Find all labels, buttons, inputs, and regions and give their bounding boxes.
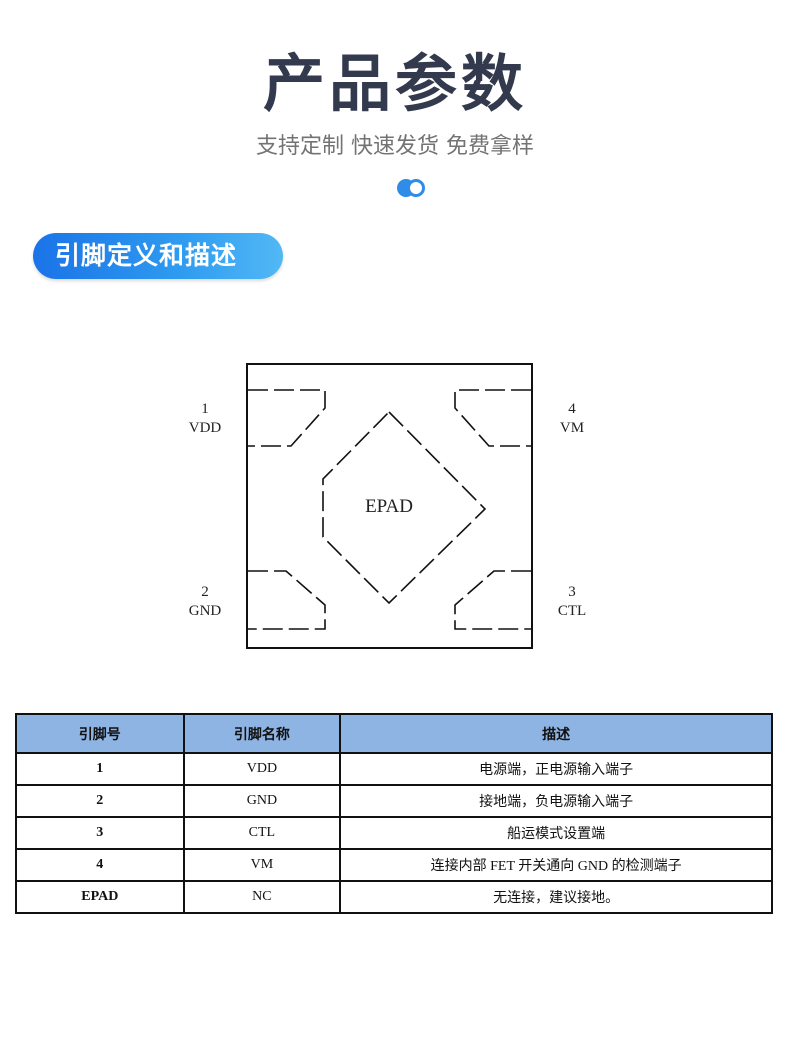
cell-pin: EPAD <box>15 880 185 914</box>
epad-outline <box>322 410 487 605</box>
header-pin-name: 引脚名称 <box>182 713 342 754</box>
pin-1-name: VDD <box>188 420 222 436</box>
package-outline <box>246 363 533 649</box>
cell-name: VM <box>182 848 342 882</box>
cell-name: VDD <box>182 752 342 786</box>
header-description: 描述 <box>339 713 773 754</box>
decorative-dots <box>397 179 429 197</box>
cell-pin: 2 <box>15 784 185 818</box>
pin-4-label: 4 VM <box>542 400 602 438</box>
header-pin-number: 引脚号 <box>15 713 185 754</box>
pad-4-outline <box>454 389 531 447</box>
pin-4-name: VM <box>559 420 585 436</box>
pad-2-outline <box>248 570 326 630</box>
cell-name: GND <box>182 784 342 818</box>
epad-label: EPAD <box>365 496 413 517</box>
section-header: 引脚定义和描述 <box>33 233 283 279</box>
pin-table: 引脚号 引脚名称 描述 1 VDD 电源端，正电源输入端子 2 GND 接地端，… <box>15 713 773 914</box>
dot-ring-icon <box>407 179 425 197</box>
cell-pin: 3 <box>15 816 185 850</box>
cell-desc: 连接内部 FET 开关通向 GND 的检测端子 <box>339 848 773 882</box>
table-header-row: 引脚号 引脚名称 描述 <box>15 713 773 754</box>
cell-desc: 船运模式设置端 <box>339 816 773 850</box>
pin-3-number: 3 <box>568 584 576 600</box>
cell-pin: 1 <box>15 752 185 786</box>
section-title: 引脚定义和描述 <box>55 241 238 270</box>
package-outline-drawing <box>246 363 533 649</box>
pad-1-outline <box>248 389 326 447</box>
pin-1-number: 1 <box>201 401 209 417</box>
table-row: 2 GND 接地端，负电源输入端子 <box>15 784 773 818</box>
cell-desc: 无连接，建议接地。 <box>339 880 773 914</box>
pin-2-number: 2 <box>201 584 209 600</box>
page-title: 产品参数 <box>262 47 527 120</box>
pin-4-number: 4 <box>568 401 576 417</box>
table-row: EPAD NC 无连接，建议接地。 <box>15 880 773 914</box>
cell-desc: 电源端，正电源输入端子 <box>339 752 773 786</box>
cell-name: NC <box>182 880 342 914</box>
pin-2-label: 2 GND <box>175 583 235 621</box>
pin-3-label: 3 CTL <box>542 583 602 621</box>
pin-1-label: 1 VDD <box>175 400 235 438</box>
pin-3-name: CTL <box>557 603 587 619</box>
pin-2-name: GND <box>188 603 222 619</box>
page-subtitle: 支持定制 快速发货 免费拿样 <box>256 134 534 159</box>
table-row: 4 VM 连接内部 FET 开关通向 GND 的检测端子 <box>15 848 773 882</box>
cell-pin: 4 <box>15 848 185 882</box>
pin-diagram: EPAD 1 VDD 4 VM 2 GND 3 CTL <box>150 355 640 660</box>
table-row: 1 VDD 电源端，正电源输入端子 <box>15 752 773 786</box>
cell-name: CTL <box>182 816 342 850</box>
pad-3-outline <box>454 570 531 630</box>
cell-desc: 接地端，负电源输入端子 <box>339 784 773 818</box>
table-row: 3 CTL 船运模式设置端 <box>15 816 773 850</box>
